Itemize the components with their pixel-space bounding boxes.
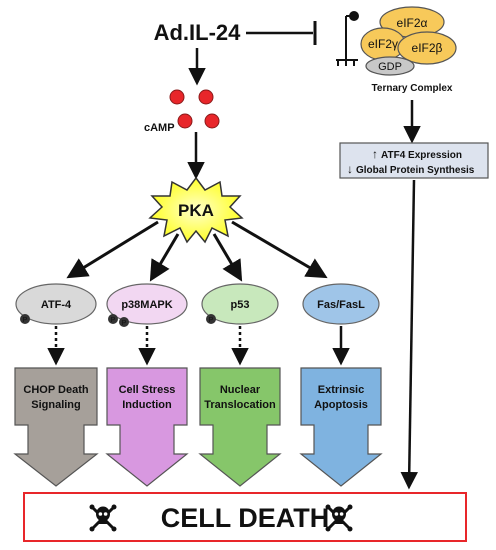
arrow-pka-p53 — [212, 233, 243, 282]
p38mapk-node — [106, 283, 188, 325]
eif2b-label: eIF2β — [412, 41, 443, 55]
p53-node — [201, 283, 279, 325]
eif2b-node — [397, 31, 457, 65]
fas-label: Fas/FasL — [317, 299, 365, 311]
phospho-label: P — [209, 317, 214, 324]
fas-node — [302, 283, 380, 325]
down-arrow-icon: ↓ — [347, 162, 353, 176]
phospho-badge — [119, 317, 129, 327]
extrinsic-label-1: Extrinsic — [318, 384, 364, 396]
nuclear-label-1: Nuclear — [220, 384, 261, 396]
gdp-node — [365, 56, 415, 76]
gdp-label: GDP — [378, 61, 402, 73]
pka-burst — [148, 176, 244, 244]
camp-dot — [204, 113, 220, 129]
extrinsic-block-arrow — [299, 367, 383, 487]
nuclear-label-2: Translocation — [204, 399, 276, 411]
chop-block-arrow — [13, 367, 99, 487]
p53-label: p53 — [231, 299, 250, 311]
phospho-label: P — [23, 317, 28, 324]
global-protein-label: Global Protein Synthesis — [356, 165, 475, 176]
arrow-effect-death — [400, 179, 418, 490]
ternary-label: Ternary Complex — [372, 83, 453, 94]
atf4-node — [15, 283, 97, 325]
arrow-pka-p38 — [149, 233, 180, 282]
p38mapk-label: p38MAPK — [121, 299, 172, 311]
camp-dot — [177, 113, 193, 129]
ternary-complex: eIF2α eIF2γ eIF2β GDP Ternary Complex — [336, 6, 457, 94]
arrow-pka-fas — [231, 220, 328, 279]
camp-dot — [198, 89, 214, 105]
phospho-label: P — [111, 317, 116, 324]
camp-dot — [169, 89, 185, 105]
ad-il24-label: Ad.IL-24 — [154, 20, 242, 45]
stress-block-arrow — [105, 367, 189, 487]
stress-label-1: Cell Stress — [119, 384, 176, 396]
skull-crossbones-icon — [325, 504, 353, 532]
atf4-label: ATF-4 — [41, 299, 72, 311]
effect-box — [339, 142, 489, 179]
atf4-expression-label: ATF4 Expression — [381, 150, 462, 161]
skull-crossbones-icon — [89, 504, 117, 532]
arrow-pka-atf4 — [66, 220, 159, 279]
chop-label-1: CHOP Death — [23, 384, 88, 396]
phospho-badge — [206, 314, 216, 324]
phospho-badge — [108, 314, 118, 324]
eif2g-label: eIF2γ — [368, 37, 398, 51]
phospho-label: P — [122, 320, 127, 327]
eif2a-label: eIF2α — [397, 16, 428, 30]
nuclear-block-arrow — [198, 367, 282, 487]
extrinsic-label-2: Apoptosis — [314, 399, 368, 411]
stress-label-2: Induction — [122, 399, 172, 411]
pka-label: PKA — [178, 201, 214, 220]
phospho-badge — [20, 314, 30, 324]
cell-death-label: CELL DEATH — [161, 503, 330, 533]
up-arrow-icon: ↑ — [372, 147, 378, 161]
camp-label: cAMP — [144, 122, 175, 134]
chop-label-2: Signaling — [31, 399, 81, 411]
receptor-head-icon — [349, 11, 359, 21]
